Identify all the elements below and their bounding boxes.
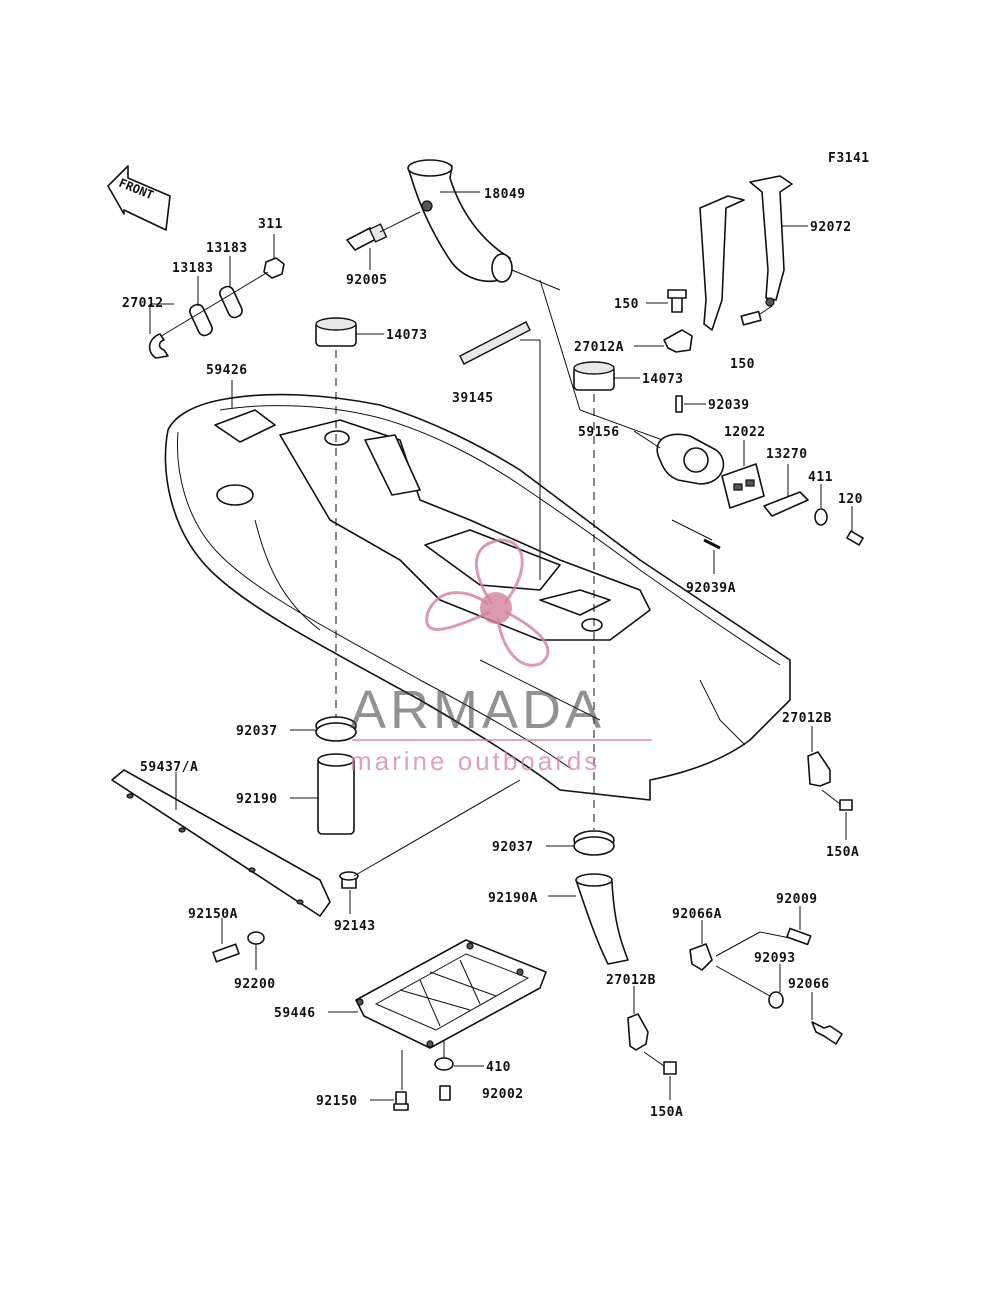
screw-icon [439,1085,451,1101]
label-27012B-a: 27012B [782,711,832,726]
washer-icon [768,991,784,1009]
label-92005: 92005 [346,273,388,288]
block-icon [763,491,809,517]
label-92190: 92190 [236,792,278,807]
watermark-tagline: marine outboards [350,746,600,776]
label-150-b: 150 [730,357,755,372]
cap-icon [315,317,357,347]
label-18049: 18049 [484,187,526,202]
label-13183-a: 13183 [206,241,248,256]
label-411: 411 [808,470,833,485]
label-410: 410 [486,1060,511,1075]
drain-plug-icon [689,943,713,971]
pin-icon [703,538,721,550]
label-92037-a: 92037 [236,724,278,739]
bolt-icon [786,927,812,946]
bolt-icon [740,310,762,326]
bolt-icon [393,1091,409,1111]
label-92039: 92039 [708,398,750,413]
watermark-brand: ARMADA [350,680,605,740]
label-92066: 92066 [788,977,830,992]
washer-icon [247,931,265,945]
label-13183-b: 13183 [172,261,214,276]
label-59426: 59426 [206,363,248,378]
label-14073-a: 14073 [386,328,428,343]
label-14073-b: 14073 [642,372,684,387]
label-92037-b: 92037 [492,840,534,855]
pin-icon [339,871,359,889]
drain-plug-icon [811,1021,843,1045]
label-27012A: 27012A [574,340,624,355]
label-92066A: 92066A [672,907,722,922]
label-12022: 12022 [724,425,766,440]
label-92143: 92143 [334,919,376,934]
label-92150: 92150 [316,1094,358,1109]
clip-icon [148,333,169,359]
label-92039A: 92039A [686,581,736,596]
bolt-icon [212,943,240,963]
label-92002: 92002 [482,1087,524,1102]
bolt-icon [663,1061,677,1075]
label-150-a: 150 [614,297,639,312]
nut-icon [263,257,285,279]
washer-icon [814,508,828,526]
hose-clamp-icon [315,716,357,742]
label-59437-A: 59437/A [140,760,198,775]
bolt-icon [839,799,853,811]
watermark-logo-icon [425,538,550,667]
bracket-icon [627,1013,649,1051]
label-27012: 27012 [122,296,164,311]
screw-icon [675,395,683,413]
label-13270: 13270 [766,447,808,462]
label-59156: 59156 [578,425,620,440]
plate-icon [189,285,243,337]
label-92093: 92093 [754,951,796,966]
label-27012B-b: 27012B [606,973,656,988]
cap-icon [573,361,615,391]
bolt-icon [667,289,687,313]
figure-code: F3141 [828,151,870,166]
ride-plate-icon [355,939,547,1049]
bracket-icon [807,751,831,787]
label-92190A: 92190A [488,891,538,906]
label-92150A: 92150A [188,907,238,922]
hose-clamp-icon [573,830,615,856]
label-39145: 39145 [452,391,494,406]
strip-icon [459,321,531,365]
hose-icon [317,753,355,835]
label-92072: 92072 [810,220,852,235]
bracket-icon [663,329,693,353]
bent-hose-icon [575,873,629,965]
nipple-fitting-icon [346,223,388,251]
exhaust-pipe-icon [407,159,513,283]
label-150A-a: 150A [826,845,859,860]
cover-plate-icon [721,463,765,509]
label-150A-b: 150A [650,1105,683,1120]
bolt-icon [846,530,864,546]
label-59446: 59446 [274,1006,316,1021]
label-92200: 92200 [234,977,276,992]
label-92009: 92009 [776,892,818,907]
side-rail-icon [111,769,331,917]
front-arrow-icon: FRONT [107,165,171,231]
washer-icon [434,1057,454,1071]
strap-icon [699,175,793,331]
label-120: 120 [838,492,863,507]
label-311: 311 [258,217,283,232]
fitting-icon [656,433,725,485]
